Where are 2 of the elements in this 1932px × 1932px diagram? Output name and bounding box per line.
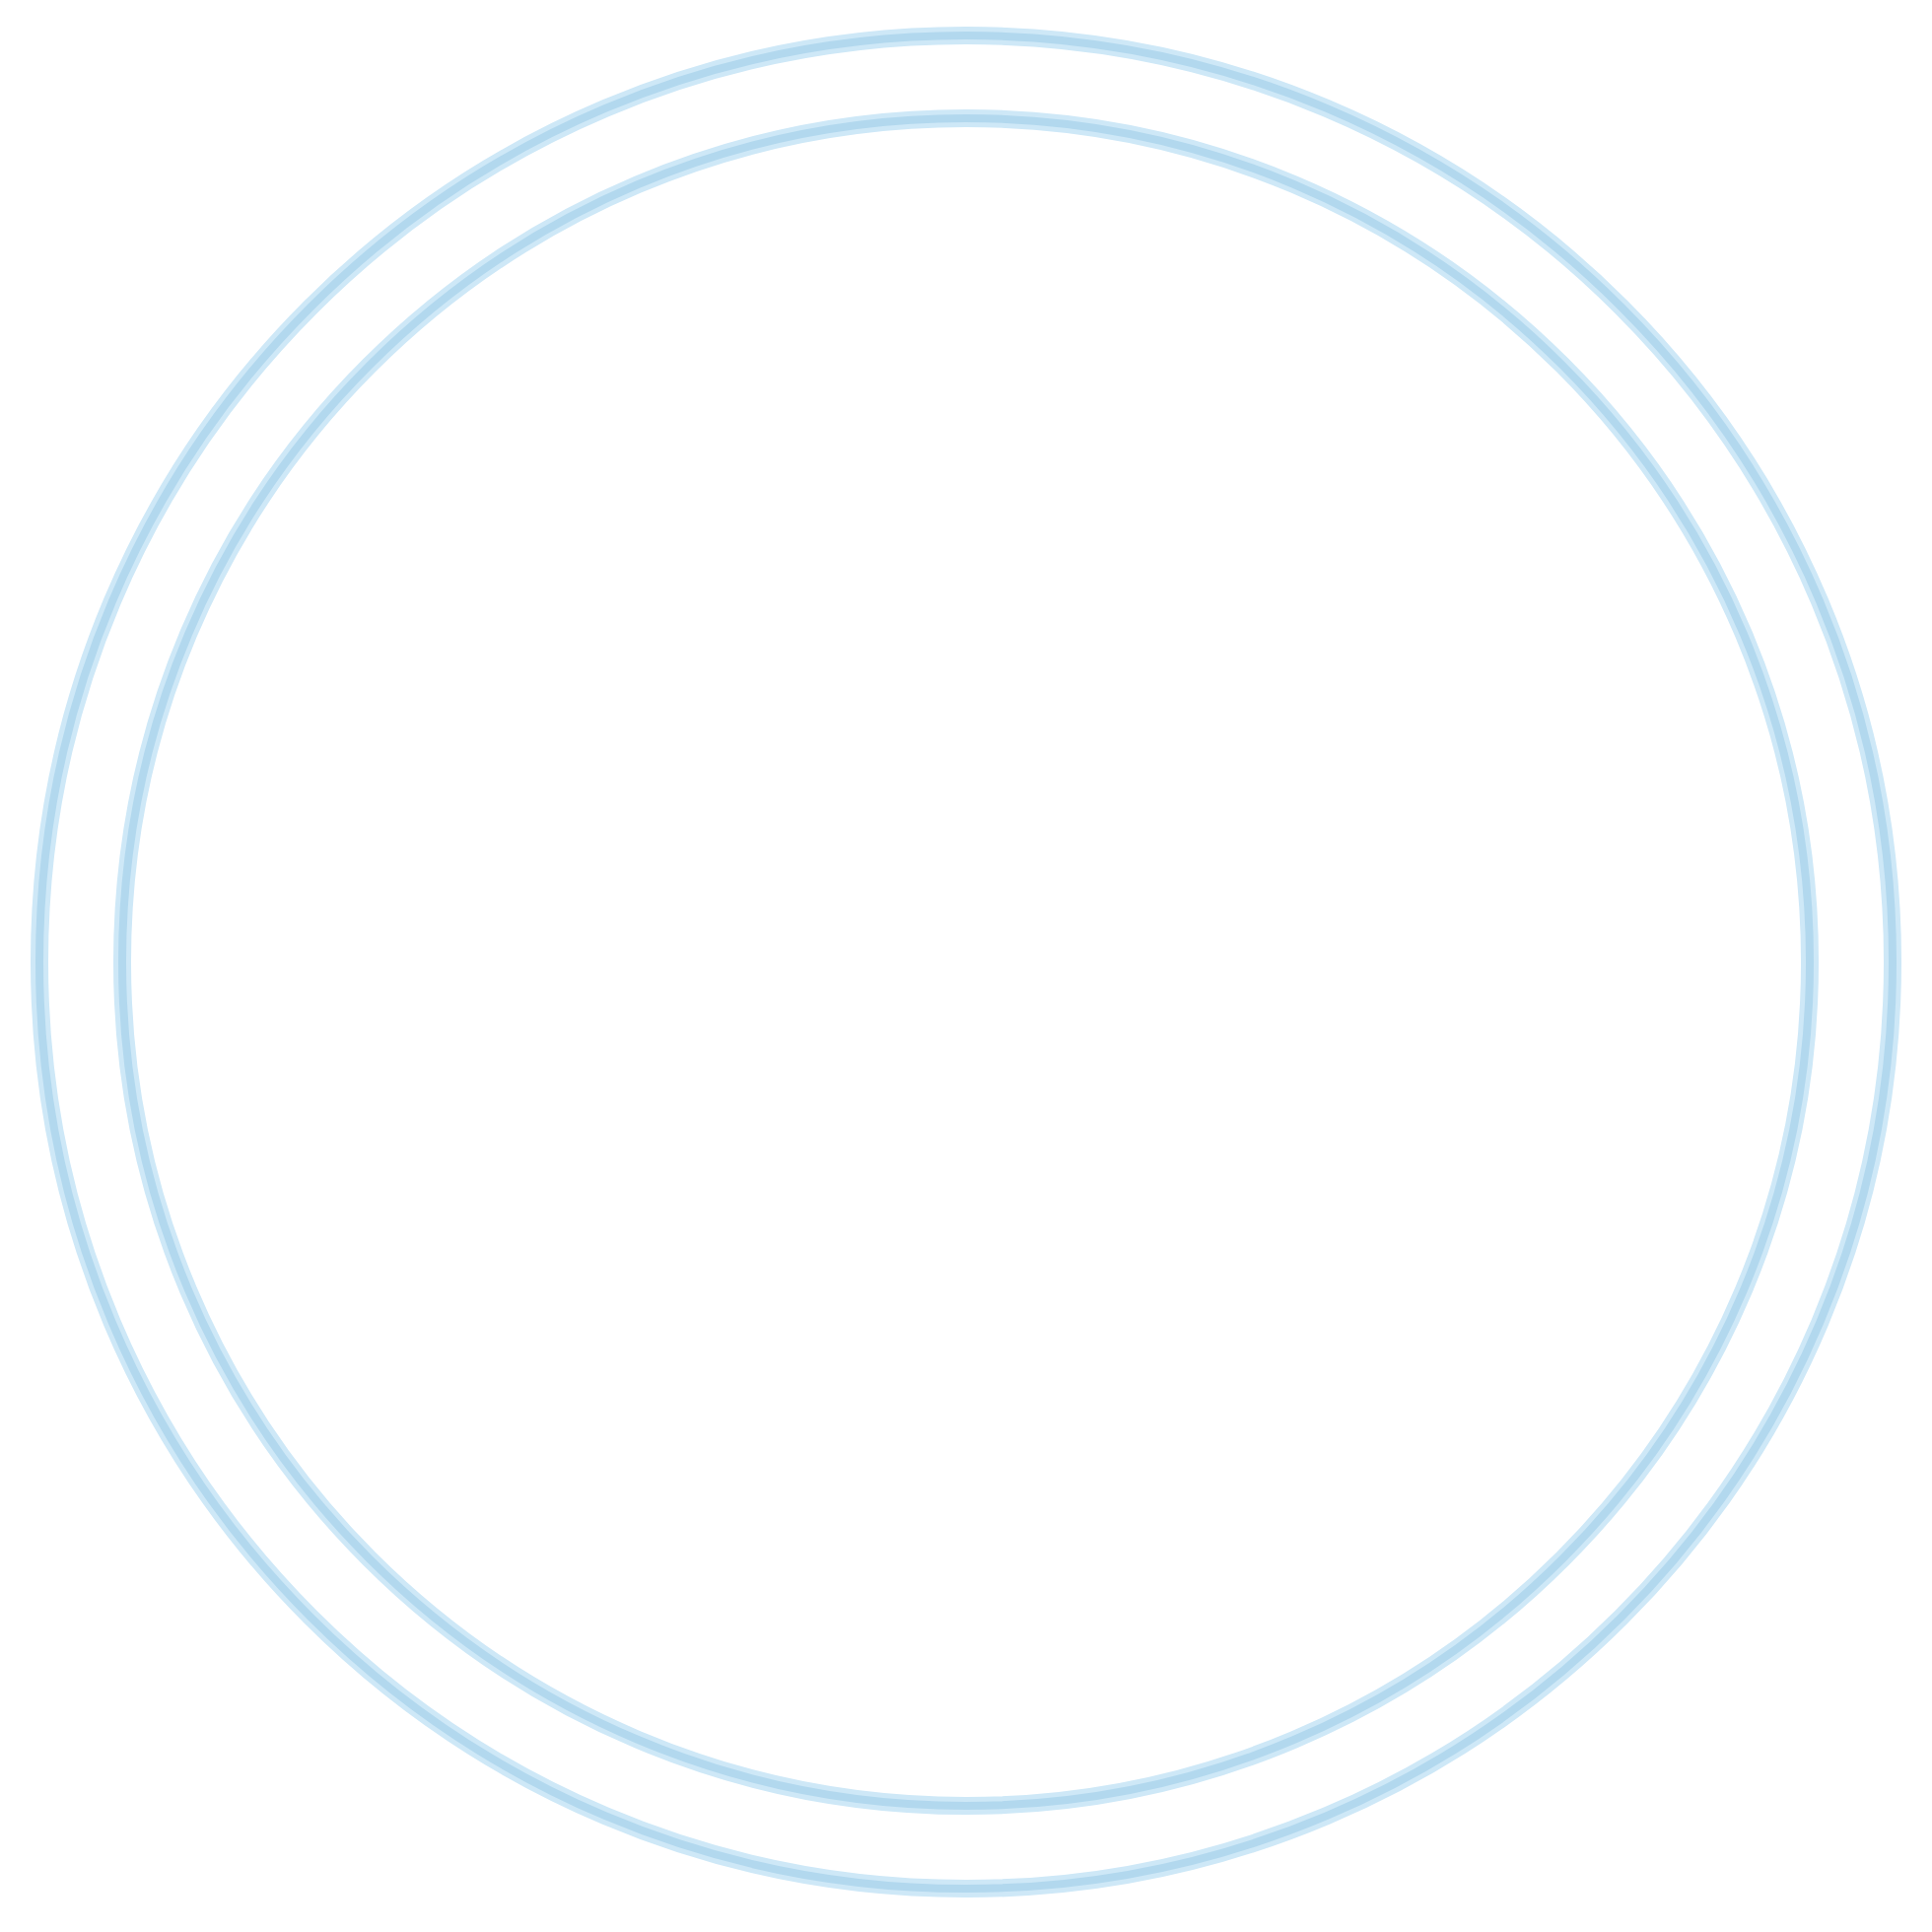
ring: [113, 109, 1820, 1816]
ring: [31, 27, 1901, 1898]
